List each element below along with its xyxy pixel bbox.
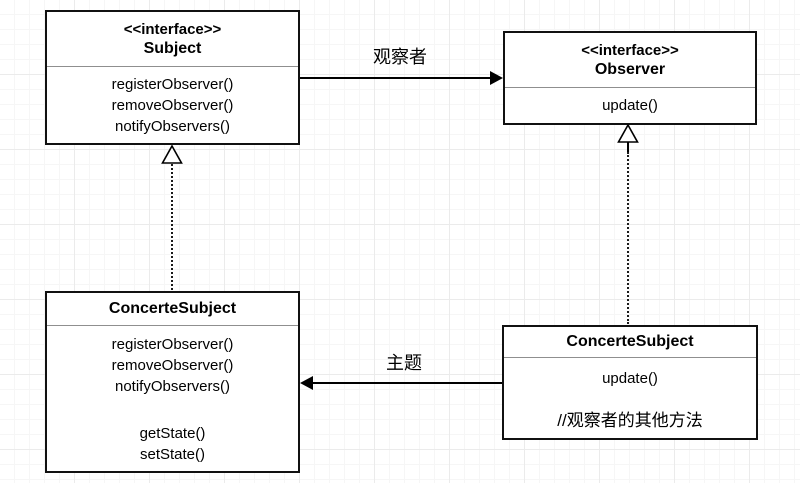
hollow-triangle-icon <box>617 123 639 148</box>
class-name: ConcerteSubject <box>566 333 694 350</box>
method-item-blank <box>47 397 298 423</box>
class-node-concrete-subject[interactable]: ConcerteSubject registerObserver() remov… <box>45 291 300 473</box>
edge-subject-to-observer[interactable] <box>300 77 491 79</box>
method-item: registerObserver() <box>111 76 234 93</box>
class-name: Subject <box>143 39 202 57</box>
method-item: registerObserver() <box>111 336 234 353</box>
class-methods: update() //观察者的其他方法 <box>504 358 756 431</box>
method-item: notifyObservers() <box>114 118 231 135</box>
class-header: <<interface>> Observer <box>505 33 755 88</box>
class-header: ConcerteSubject <box>504 327 756 358</box>
class-node-concrete-observer[interactable]: ConcerteSubject update() //观察者的其他方法 <box>502 325 758 440</box>
method-item: update() <box>602 370 658 387</box>
edge-concrete-observer-to-concrete-subject[interactable] <box>312 382 502 384</box>
class-name: ConcerteSubject <box>108 300 237 317</box>
class-header: <<interface>> Subject <box>47 12 298 67</box>
class-methods: update() <box>505 88 755 123</box>
hollow-triangle-icon <box>161 144 183 169</box>
class-header: ConcerteSubject <box>47 293 298 326</box>
class-node-observer[interactable]: <<interface>> Observer update() <box>503 31 757 125</box>
edge-stub <box>627 141 629 152</box>
arrowhead-left-icon <box>300 376 313 390</box>
method-item: getState() <box>139 425 206 442</box>
edge-realization-concrete-observer[interactable] <box>627 152 629 324</box>
method-item: removeObserver() <box>111 357 234 374</box>
edge-label-subject: 主题 <box>386 353 422 373</box>
class-node-subject[interactable]: <<interface>> Subject registerObserver()… <box>45 10 300 145</box>
method-comment: //观察者的其他方法 <box>557 411 703 430</box>
method-item: setState() <box>139 446 206 463</box>
class-methods: registerObserver() removeObserver() noti… <box>47 67 298 137</box>
method-item: notifyObservers() <box>114 378 231 395</box>
edge-realization-concrete-subject[interactable] <box>171 164 173 290</box>
arrowhead-right-icon <box>490 71 503 85</box>
stereotype-label: <<interface>> <box>123 20 222 38</box>
class-methods: registerObserver() removeObserver() noti… <box>47 326 298 465</box>
stereotype-label: <<interface>> <box>581 41 679 59</box>
method-item: update() <box>602 97 658 114</box>
method-item: removeObserver() <box>111 97 234 114</box>
edge-label-observer: 观察者 <box>373 47 427 67</box>
class-name: Observer <box>594 60 666 78</box>
